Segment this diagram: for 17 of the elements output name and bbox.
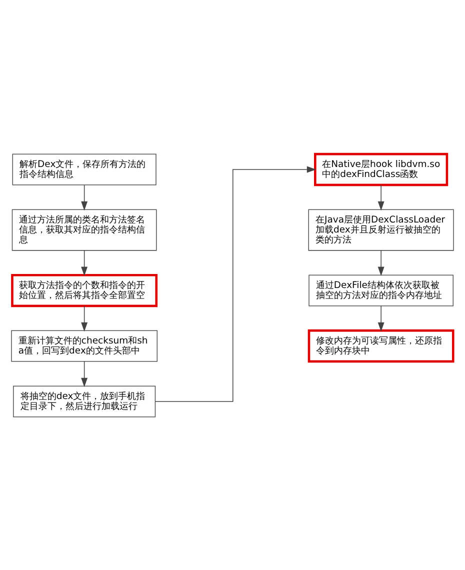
node-box: 在Java层使用DexClassLoader加载dex并且反射运行被抽空的类的方法 — [308, 208, 454, 250]
arrow — [81, 250, 88, 276]
arrow — [378, 184, 384, 210]
node-box: 解析Dex文件，保存所有方法的指令结构信息 — [12, 153, 156, 185]
node-box: 通过DexFile结构体依次获取被抽空的方法对应的指令内存地址 — [308, 274, 454, 306]
arrow — [154, 166, 316, 402]
node-box: 将抽空的dex文件，放到手机指定目录下，然后进行加载运行 — [13, 385, 156, 417]
node-box: 重新计算文件的checksum和sha值，回写到dex的文件头部中 — [11, 330, 158, 362]
arrow — [81, 184, 88, 210]
arrow — [81, 360, 88, 387]
arrow — [81, 305, 88, 332]
arrow — [378, 305, 384, 332]
node-box: 获取方法指令的个数和指令的开始位置，然后将其指令全部置空 — [11, 273, 158, 307]
node-box: 修改内存为可读写属性，还原指令到内存块中 — [308, 328, 454, 362]
node-box: 通过方法所属的类名和方法签名信息，获取其对应的指令结构信息 — [12, 208, 157, 250]
arrow — [378, 250, 384, 276]
node-box: 在Native层hook libdvm.so中的dexFindClass函数 — [314, 152, 448, 186]
